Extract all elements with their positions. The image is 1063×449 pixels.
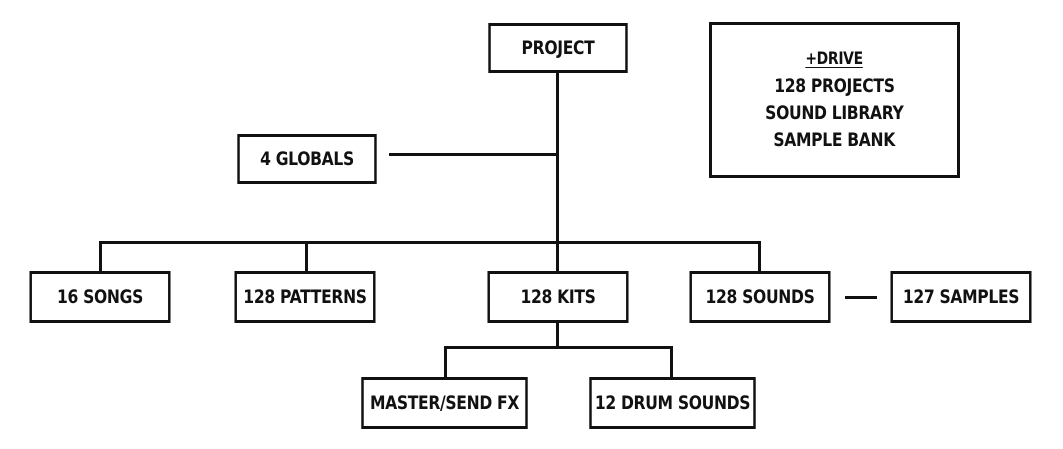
drive-heading: +DRIVE: [805, 49, 864, 69]
drive-line-sound-library: SOUND LIBRARY: [765, 102, 904, 124]
connector-master-fx-drop: [444, 346, 447, 378]
drive-info-box: +DRIVE 128 PROJECTS SOUND LIBRARY SAMPLE…: [709, 22, 960, 178]
drive-line-sample-bank: SAMPLE BANK: [773, 129, 896, 151]
node-patterns: 128 PATTERNS: [234, 271, 376, 323]
connector-songs-drop: [99, 241, 102, 271]
connector-patterns-drop: [305, 241, 308, 271]
connector-kits-bus: [444, 346, 673, 349]
node-sounds-label: 128 SOUNDS: [705, 286, 815, 308]
connector-globals: [389, 153, 557, 156]
node-kits: 128 KITS: [487, 271, 629, 323]
connector-sounds-drop: [758, 241, 761, 271]
connector-sounds-samples: [845, 296, 877, 299]
node-sounds: 128 SOUNDS: [689, 271, 831, 323]
node-patterns-label: 128 PATTERNS: [243, 286, 367, 308]
node-globals-label: 4 GLOBALS: [260, 148, 354, 170]
node-project-label: PROJECT: [521, 37, 595, 59]
node-project: PROJECT: [488, 23, 628, 73]
connector-drum-sounds-drop: [670, 346, 673, 378]
node-kits-label: 128 KITS: [520, 286, 596, 308]
node-globals: 4 GLOBALS: [237, 134, 377, 184]
node-songs-label: 16 SONGS: [57, 286, 143, 308]
drive-line-projects: 128 PROJECTS: [774, 75, 895, 97]
connector-project-trunk: [556, 72, 559, 349]
node-master-send-fx-label: MASTER/SEND FX: [369, 392, 520, 414]
connector-top-row-bus: [99, 241, 761, 244]
node-songs: 16 SONGS: [29, 271, 171, 323]
node-samples: 127 SAMPLES: [890, 271, 1032, 323]
node-master-send-fx: MASTER/SEND FX: [361, 377, 528, 429]
node-samples-label: 127 SAMPLES: [902, 286, 1020, 308]
node-drum-sounds: 12 DRUM SOUNDS: [589, 377, 756, 429]
node-drum-sounds-label: 12 DRUM SOUNDS: [594, 392, 751, 414]
